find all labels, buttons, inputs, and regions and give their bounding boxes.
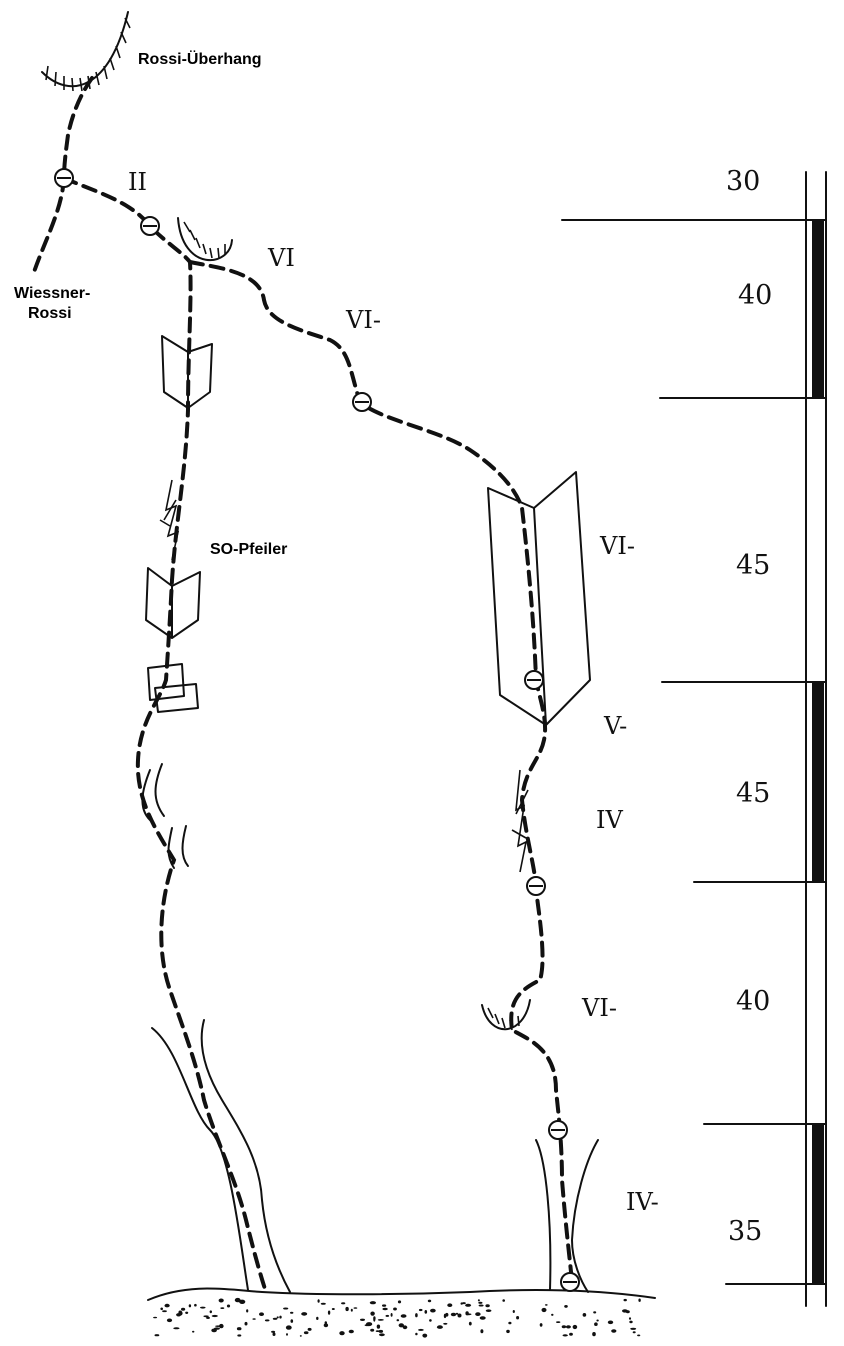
label-so-pfeiler: SO-Pfeiler [210,541,288,558]
pitch-scale [561,171,827,1307]
scale-segment-black [812,1124,824,1284]
scale-segment-black [812,682,824,882]
grade-label: VI [268,244,295,272]
chimney-right [535,1139,599,1293]
ground-scree [147,1287,656,1338]
grade-label: IV [596,806,623,834]
label-rossi-ueberhang: Rossi-Überhang [138,51,262,68]
label-wiessner-rossi-1: Wiessner- [14,285,91,302]
chimney-left [151,1019,291,1293]
pitch-length: 45 [736,550,771,581]
grade-label: V- [604,712,628,740]
pitch-length: 30 [726,166,761,197]
grade-label: VI- [346,306,381,334]
route-right [188,260,574,1284]
overhang-small-top [177,217,233,262]
grade-label: VI- [600,532,635,560]
grade-label: IV- [626,1188,659,1216]
scale-segment-black [812,220,824,398]
belay-points [54,168,580,1292]
pitch-length: 40 [736,986,771,1017]
crack-marks [141,479,529,873]
label-wiessner-rossi-2: Rossi [28,305,72,322]
pitch-length: 35 [728,1216,763,1247]
route-wiessner-rossi [32,76,94,274]
dihedral-large [487,471,591,726]
grade-label: II [128,168,147,196]
rossi-overhang-roof [41,11,131,92]
pitch-length: 40 [738,280,773,311]
grade-label: VI- [582,994,617,1022]
pitch-length: 45 [736,778,771,809]
overhang-small-lower [481,999,531,1031]
